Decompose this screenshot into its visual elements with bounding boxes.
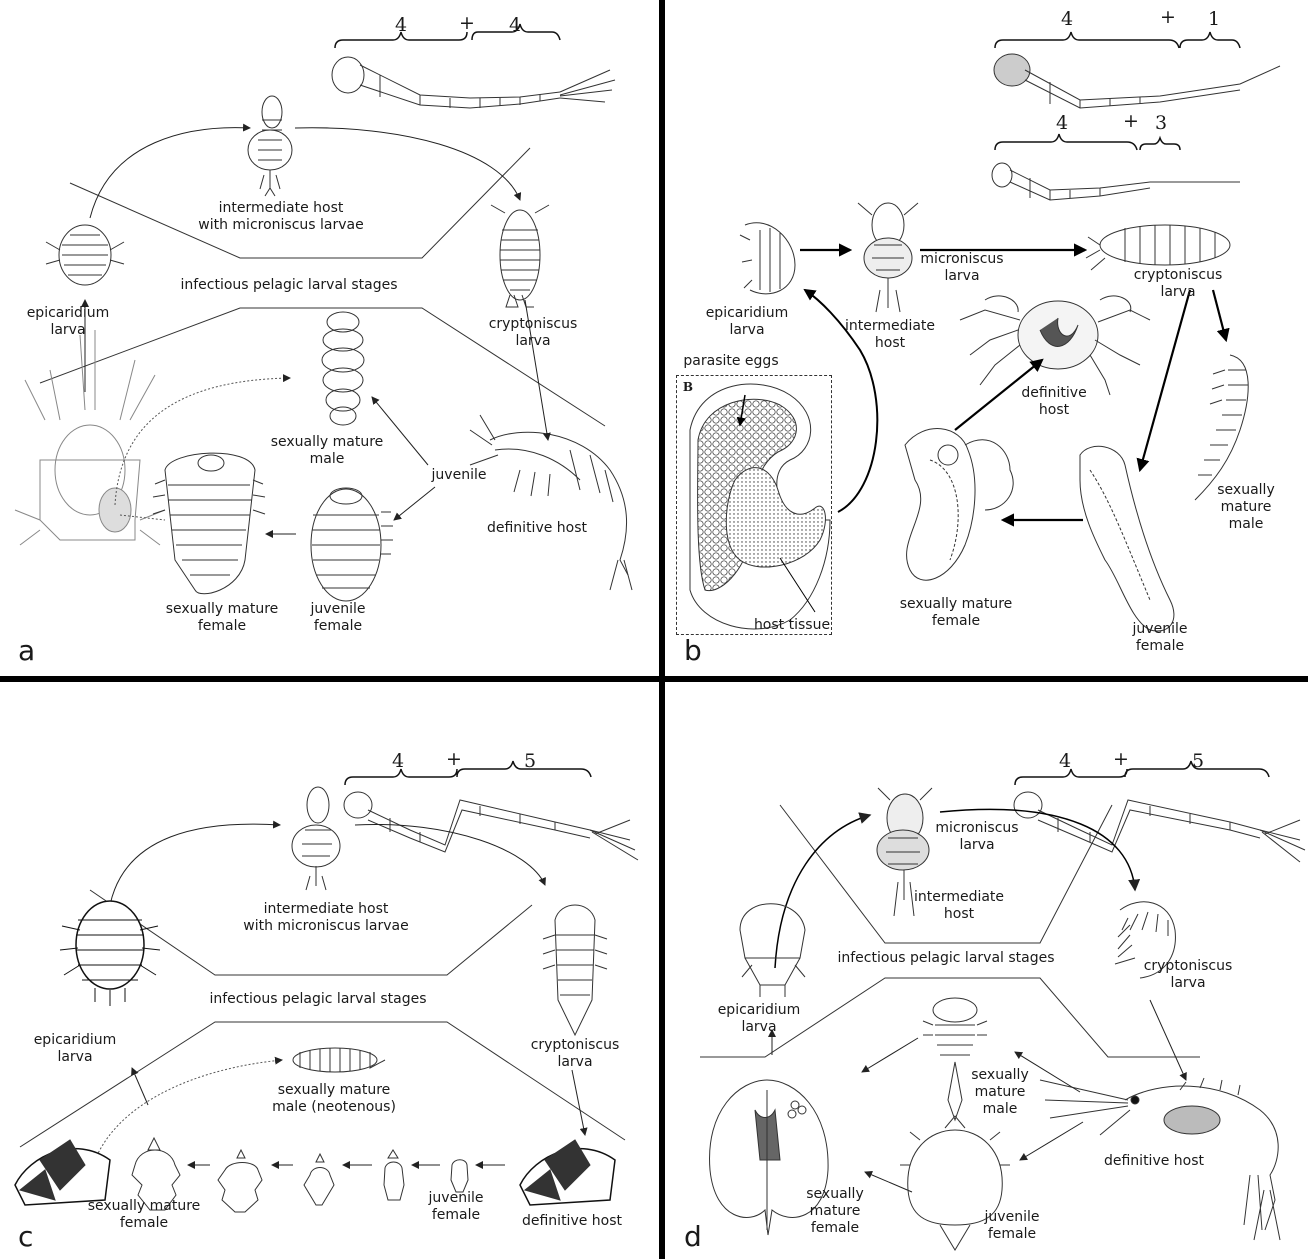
brace-b1-right-count: 1: [1207, 8, 1221, 30]
intermediate-host-d: [876, 787, 933, 917]
inset-b: [676, 375, 832, 635]
cryptoniscus-a: [490, 204, 550, 308]
female-b: [904, 428, 1014, 581]
brace-d-left-count: 4: [1058, 750, 1072, 772]
brace-b2-plus: +: [1123, 110, 1139, 132]
intermediate-host-a: [247, 95, 293, 197]
panel-b-drawing: [739, 31, 1281, 632]
brace-c-plus: +: [446, 748, 462, 770]
definitive-host-d: [1039, 1077, 1281, 1241]
label-pelagic-d: infectious pelagic larval stages: [837, 950, 1055, 966]
brace-b2-right-count: 3: [1154, 112, 1168, 134]
male-b: [1194, 354, 1249, 501]
cryptoniscus-b: [1085, 224, 1231, 271]
inset-host-tissue: [689, 383, 831, 630]
brace-a-right-count: 4: [508, 14, 522, 36]
panel-letter-a: a: [18, 634, 36, 667]
label-definitive-host-d: definitive host: [1103, 1153, 1205, 1169]
horizontal-divider: [0, 676, 1308, 682]
panel-letter-b: b: [684, 634, 702, 667]
intermediate-host-b: [857, 202, 919, 313]
juvenile-female-d: [900, 1115, 1010, 1251]
brace-c-right-count: 5: [523, 750, 537, 772]
antenna-a: [331, 56, 616, 109]
panel-a-drawing: [14, 23, 633, 602]
cryptoniscus-c: [542, 904, 608, 1037]
female-a: [152, 452, 266, 595]
brace-d-right-count: 5: [1191, 750, 1205, 772]
brace-a-left-count: 4: [394, 14, 408, 36]
male-d: [922, 997, 988, 1122]
inset-letter-b: B: [682, 380, 694, 394]
label-juvenile-a: juvenile: [431, 467, 487, 483]
label-definitive-host-a: definitive host: [486, 520, 588, 536]
female-c: [131, 1136, 181, 1211]
host-barnacles-c: [14, 1139, 616, 1206]
juvenile-female-a: [310, 487, 393, 602]
vertical-divider: [659, 0, 665, 1259]
brace-b1-left-count: 4: [1060, 8, 1074, 30]
host-shrimp-a: [14, 330, 166, 546]
label-definitive-host-c: definitive host: [521, 1213, 623, 1229]
brace-b2-left-count: 4: [1055, 112, 1069, 134]
label-host-tissue: host tissue: [753, 617, 831, 633]
brace-d-plus: +: [1113, 748, 1129, 770]
juvenile-female-c-stages: [217, 1148, 469, 1213]
epicaridium-c: [59, 900, 161, 1006]
panel-c-drawing: [14, 760, 639, 1213]
brace-a-plus: +: [459, 12, 475, 34]
epicaridium-d: [739, 903, 806, 997]
panel-d-drawing: [700, 760, 1306, 1251]
female-d: [709, 1079, 829, 1236]
epicaridium-a: [45, 224, 125, 286]
label-parasite-eggs: parasite eggs: [683, 353, 779, 369]
definitive-host-b: [959, 295, 1151, 396]
epicaridium-b: [739, 222, 796, 295]
cryptoniscus-d: [1114, 901, 1176, 979]
male-c: [292, 1047, 386, 1073]
panel-letter-c: c: [18, 1220, 34, 1253]
panel-letter-d: d: [684, 1220, 702, 1253]
definitive-host-a: [469, 414, 633, 591]
label-pelagic-a: infectious pelagic larval stages: [180, 277, 398, 293]
intermediate-host-c: [291, 786, 341, 891]
male-a: [321, 311, 365, 426]
brace-c-left-count: 4: [391, 750, 405, 772]
brace-b1-plus: +: [1160, 6, 1176, 28]
label-pelagic-c: infectious pelagic larval stages: [209, 991, 427, 1007]
juvenile-female-b: [1079, 445, 1175, 632]
